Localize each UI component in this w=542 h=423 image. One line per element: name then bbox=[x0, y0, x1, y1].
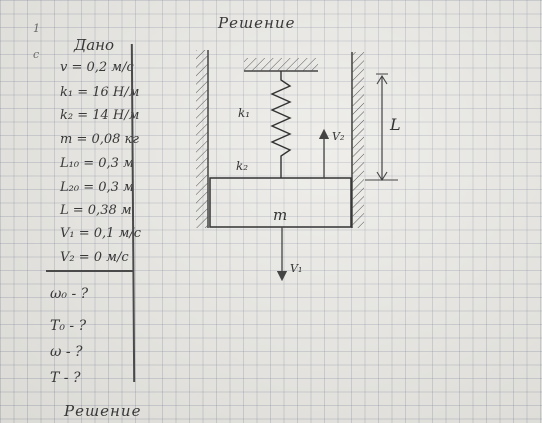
label-mass: m bbox=[273, 206, 287, 224]
given-header: Дано bbox=[74, 36, 115, 54]
unknown-row: T - ? bbox=[50, 370, 81, 386]
ceiling bbox=[244, 58, 318, 72]
mass-block bbox=[209, 177, 352, 228]
label-v1: V₁ bbox=[290, 262, 302, 275]
given-row: m = 0,08 кг bbox=[60, 132, 139, 147]
given-divider-horizontal bbox=[46, 270, 134, 272]
unknown-row: ω - ? bbox=[50, 344, 83, 360]
page-title: Решение bbox=[218, 14, 296, 32]
unknown-row: T₀ - ? bbox=[50, 318, 87, 334]
given-row: k₁ = 16 Н/м bbox=[60, 85, 140, 100]
solution-heading: Решение bbox=[64, 402, 142, 420]
length-dimension bbox=[365, 73, 398, 182]
given-row: V₂ = 0 м/с bbox=[60, 250, 129, 265]
spring bbox=[270, 71, 292, 178]
label-k2: k₂ bbox=[236, 159, 248, 173]
left-wall bbox=[196, 50, 209, 228]
label-v2: V₂ bbox=[332, 130, 344, 143]
margin-mark: c bbox=[33, 48, 40, 61]
given-row: L₂₀ = 0,3 м bbox=[60, 180, 134, 195]
given-row: k₂ = 14 Н/м bbox=[60, 108, 140, 123]
margin-mark: 1 bbox=[33, 22, 40, 35]
right-wall bbox=[351, 52, 364, 228]
given-row: L₁₀ = 0,3 м bbox=[60, 156, 134, 171]
unknown-row: ω₀ - ? bbox=[50, 286, 89, 302]
given-row: v = 0,2 м/с bbox=[60, 60, 134, 75]
label-length: L bbox=[389, 115, 401, 134]
given-row: L = 0,38 м bbox=[60, 203, 132, 218]
given-row: V₁ = 0,1 м/с bbox=[60, 226, 142, 241]
label-k1: k₁ bbox=[238, 106, 250, 120]
